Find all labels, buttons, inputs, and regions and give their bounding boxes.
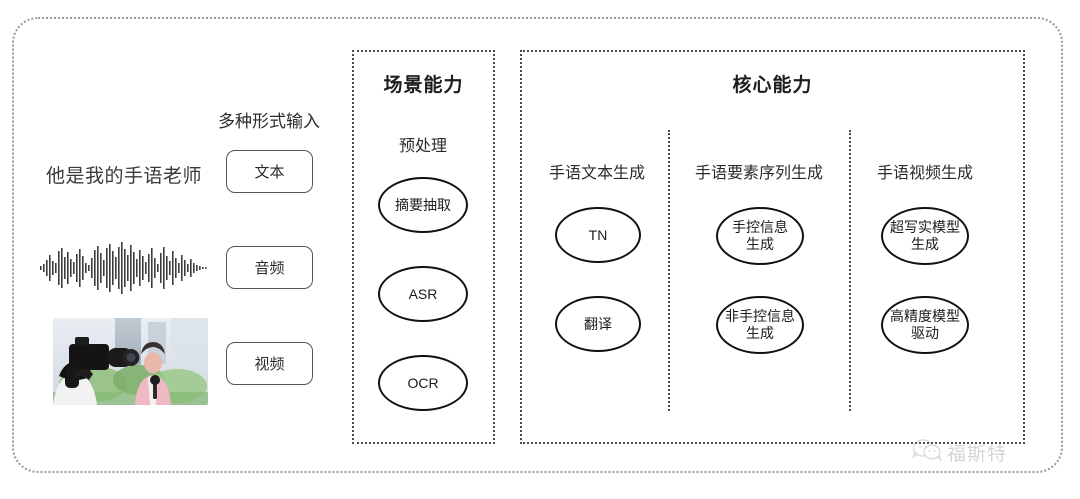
core-group-0-label: 手语文本生成 [548,165,646,182]
core-panel-title: 核心能力 [732,75,813,96]
video-thumbnail-icon [53,318,208,405]
node-core-2-1-label-line1: 高精度模型 [890,308,960,325]
node-core-1-0[interactable]: 手控信息 生成 [716,207,804,265]
node-core-2-0-label-line1: 超写实模型 [890,219,960,236]
node-core-0-0[interactable]: TN [555,207,641,263]
core-group-2-label: 手语视频生成 [876,165,974,182]
node-core-0-0-label: TN [588,226,608,243]
node-scene-0[interactable]: 摘要抽取 [378,177,468,233]
node-core-1-0-label-line1: 手控信息 [732,219,788,236]
modality-button-text[interactable]: 文本 [226,150,313,193]
watermark-text: 福斯特 [947,444,1008,465]
node-core-2-1[interactable]: 高精度模型 驱动 [881,296,969,354]
input-column-header: 多种形式输入 [218,112,320,131]
node-scene-2-label: OCR [407,374,439,391]
scene-capability-panel: 场景能力 [352,50,495,444]
node-core-1-1[interactable]: 非手控信息 生成 [716,296,804,354]
modality-button-audio[interactable]: 音频 [226,246,313,289]
node-core-1-1-label-line2: 生成 [746,325,774,341]
node-core-0-1[interactable]: 翻译 [555,296,641,352]
modality-button-video[interactable]: 视频 [226,342,313,385]
node-core-0-1-label: 翻译 [584,315,612,332]
modality-button-video-label: 视频 [254,356,285,373]
outer-dotted-frame [12,17,1063,473]
node-core-1-1-label-line1: 非手控信息 [725,308,795,325]
watermark: 福斯特 [912,438,1007,467]
core-panel-divider-2 [849,130,851,411]
node-core-1-0-label-line2: 生成 [746,236,774,252]
scene-panel-title: 场景能力 [383,75,464,96]
core-group-1-label: 手语要素序列生成 [694,165,824,182]
core-panel-divider-1 [668,130,670,411]
sample-sentence-text: 他是我的手语老师 [46,166,203,187]
node-scene-0-label: 摘要抽取 [395,196,451,213]
scene-group-label: 预处理 [398,138,448,155]
core-capability-panel: 核心能力 [520,50,1025,444]
node-core-2-0[interactable]: 超写实模型 生成 [881,207,969,265]
waveform-icon [40,238,212,298]
wechat-icon [912,438,942,467]
node-scene-2[interactable]: OCR [378,355,468,411]
modality-button-audio-label: 音频 [254,260,285,277]
node-core-2-1-label-line2: 驱动 [911,325,939,341]
node-core-2-0-label-line2: 生成 [911,236,939,252]
node-scene-1[interactable]: ASR [378,266,468,322]
node-scene-1-label: ASR [408,285,438,302]
modality-button-text-label: 文本 [254,164,285,181]
